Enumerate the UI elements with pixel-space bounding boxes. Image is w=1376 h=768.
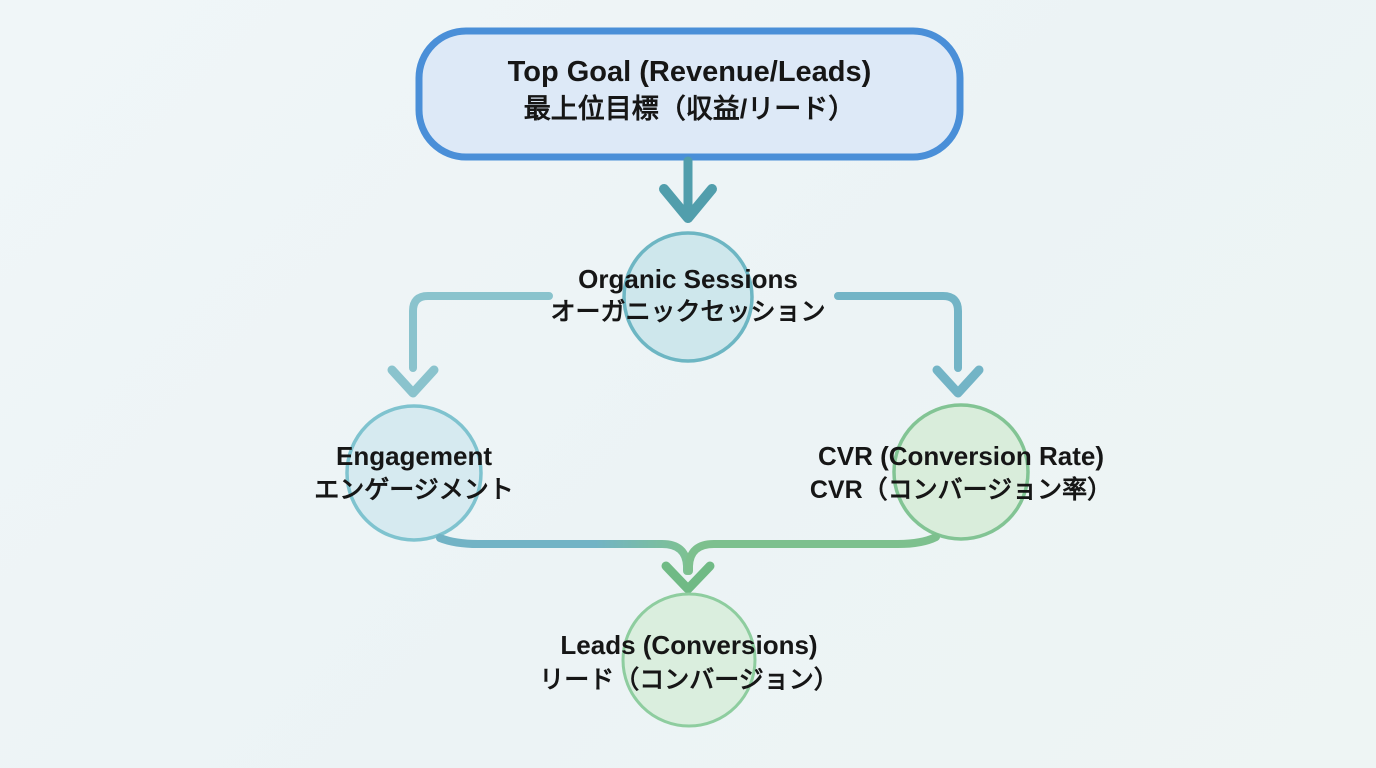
edge-top-to-organic-arrowhead [659,184,717,223]
cvr-node [892,403,1030,541]
engagement-node [345,404,483,542]
edge-organic-to-engagement [409,292,553,372]
leads-node [621,592,757,728]
edge-organic-to-cvr [834,292,962,372]
organic-sessions-node [622,231,754,363]
edge-cvr-to-leads [685,533,940,575]
edge-organic-to-cvr-arrowhead [932,365,984,398]
edge-engagement-to-leads [436,534,691,575]
top-goal-node [415,27,964,161]
edge-organic-to-engagement-arrowhead [387,365,439,398]
edge-merge-arrowhead [661,561,715,594]
